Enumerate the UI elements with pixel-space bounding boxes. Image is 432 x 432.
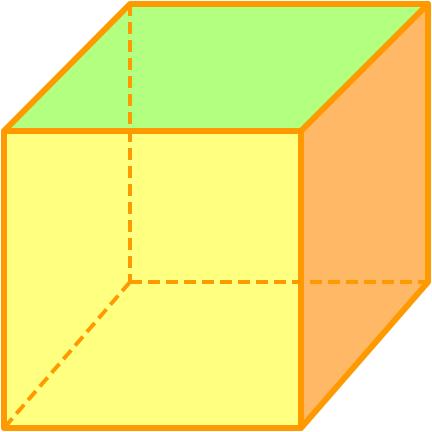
top-face xyxy=(4,4,428,131)
top-right-diagonal-edge xyxy=(298,1,431,134)
front-face xyxy=(4,131,301,428)
hidden-edges xyxy=(2,4,428,430)
right-face xyxy=(301,4,428,428)
hidden-edge-diagonal xyxy=(2,280,132,430)
